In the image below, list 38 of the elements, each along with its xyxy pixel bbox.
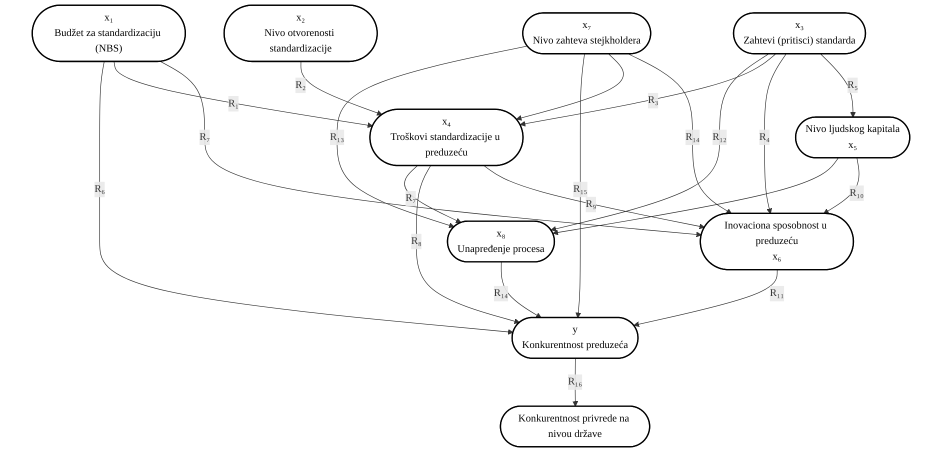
arrow [484, 166, 705, 230]
arrow [336, 46, 528, 228]
arrow [114, 61, 374, 128]
edge-label: R₁₆ [568, 376, 582, 388]
arrow [500, 262, 542, 318]
edge-label: R₅ [847, 80, 858, 91]
edge-label: R₁₀ [850, 187, 864, 198]
arrow [823, 158, 860, 214]
edge-label: R₆ [94, 184, 105, 195]
arrow [416, 166, 520, 324]
edge-label: R₁₄ [685, 132, 700, 143]
edge-label: R₇ [406, 192, 416, 204]
edge-label: R₂ [295, 80, 306, 91]
arrow [820, 54, 856, 118]
arrow [550, 54, 769, 232]
edge-label: R₈ [411, 236, 422, 247]
arrow [404, 166, 462, 224]
edge-label: R₁ [228, 98, 239, 109]
arrow [520, 54, 776, 127]
edge-label: R₄ [759, 132, 770, 143]
arrow [628, 54, 732, 214]
edge-label: R₁₁ [770, 288, 784, 299]
arrow [572, 358, 578, 407]
edge-label: R₁₃ [330, 132, 344, 143]
arrow [160, 61, 702, 238]
arrow [575, 54, 585, 318]
edge-label: R₉ [586, 198, 596, 210]
edge-label: R₃ [648, 94, 658, 106]
edge-label: R₁₄ [494, 288, 508, 299]
edge-label: R₁₂ [712, 132, 727, 143]
arrow [552, 158, 839, 236]
arrow [764, 54, 786, 214]
arrow [300, 61, 383, 116]
edge-label: R₇ [199, 132, 210, 143]
edge-label: R₁₅ [573, 184, 588, 195]
arrow [516, 54, 624, 121]
arrow [634, 270, 778, 328]
arrow [99, 61, 514, 335]
